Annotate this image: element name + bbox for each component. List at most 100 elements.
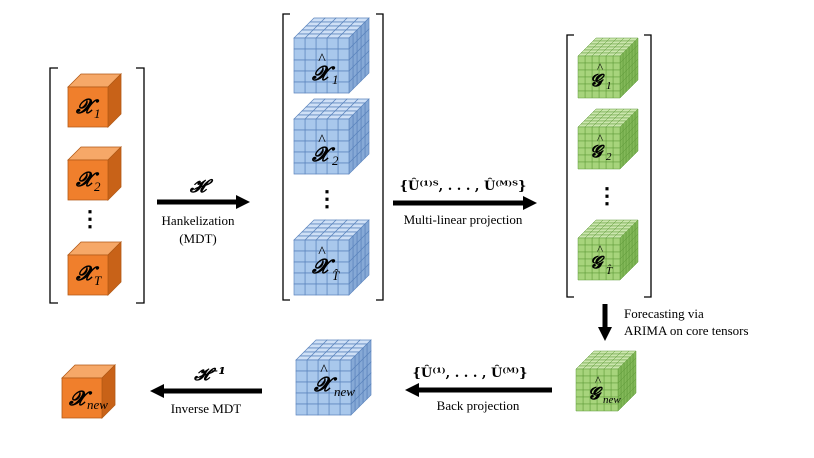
voxel-front [612,133,621,142]
voxel-front [612,258,621,267]
voxel-front [612,154,621,163]
voxel-front [605,140,614,149]
voxel-front [605,251,614,260]
voxel-front [293,140,306,153]
voxel-front [337,261,350,274]
cube-front-face [67,159,109,201]
left-bracket [566,34,574,298]
voxel-front [295,403,308,416]
voxel-front [598,161,607,170]
voxel-front [337,239,350,252]
voxel-front [326,48,339,61]
voxel-front [591,161,600,170]
input-tensor-T [67,241,122,296]
voxel-front [337,59,350,72]
xh1-hat: ^ [318,51,326,68]
hankel-sublabel: (MDT) [179,231,217,246]
voxel-front [304,37,317,50]
voxel-front [295,392,308,405]
voxel-front [605,161,614,170]
xhT-subscript: T̂ [332,268,340,283]
voxel-front [326,239,339,252]
right-bracket [376,13,384,301]
cube-front-face [67,254,109,296]
inverse-arrow-head [150,384,164,398]
hankel-arrow-head [236,195,250,209]
xhnew-hat: ^ [320,362,328,379]
xnew-subscript: new [87,397,108,412]
voxel-front [328,403,341,416]
voxel-front [605,126,614,135]
voxel-front [582,368,591,377]
voxel-front [339,370,352,383]
voxel-front [315,37,328,50]
voxel-front [577,147,586,156]
voxel-front [577,83,586,92]
voxel-front [584,161,593,170]
voxel-front [612,147,621,156]
voxel-front [304,239,317,252]
voxel-front [612,265,621,274]
voxel-front [612,161,621,170]
voxel-front [577,62,586,71]
forecast-label-line2: ARIMA on core tensors [624,323,749,338]
voxel-front [612,62,621,71]
voxel-front [584,272,593,281]
forecast-arrow-group [598,304,612,341]
voxel-front [293,70,306,83]
voxel-front [598,272,607,281]
voxel-front [575,382,584,391]
voxel-front [575,368,584,377]
voxel-front [293,250,306,263]
voxel-front [582,375,591,384]
inverse-label: Inverse MDT [171,401,241,416]
voxel-front [337,272,350,285]
xhnew-subscript: new [334,384,355,399]
voxel-front [337,250,350,263]
input-tensor-2 [67,146,122,201]
voxel-front [605,133,614,142]
left-bracket [282,13,290,301]
voxel-front [293,162,306,175]
voxel-front [293,129,306,142]
voxel-front [575,403,584,412]
voxel-front [584,133,593,142]
voxel-front [603,368,612,377]
voxel-front [577,272,586,281]
voxel-front [612,272,621,281]
xT-subscript: T [94,273,102,288]
voxel-front [577,154,586,163]
voxel-front [337,129,350,142]
voxel-front [293,283,306,296]
voxel-front [584,62,593,71]
voxel-front [584,55,593,64]
voxel-front [293,48,306,61]
voxel-front [337,162,350,175]
gnew-subscript: new [603,394,621,406]
voxel-front [605,237,614,246]
core-ellipsis: ⋮ [596,183,618,208]
core-tensor-T [577,219,639,281]
voxel-front [577,69,586,78]
voxel-front [295,359,308,372]
voxel-front [295,370,308,383]
voxel-front [584,237,593,246]
voxel-front [577,161,586,170]
core-tensor-group [566,34,652,298]
voxel-front [337,140,350,153]
voxel-front [577,237,586,246]
voxel-front [612,237,621,246]
right-bracket [136,67,145,304]
voxel-front [339,359,352,372]
xh2-subscript: 2 [332,153,339,168]
xh2-hat: ^ [318,132,326,149]
voxel-front [315,118,328,131]
voxel-front [584,90,593,99]
voxel-front [293,261,306,274]
voxel-front [582,403,591,412]
back-projection-math: {Û⁽¹⁾, . . . , Û⁽ᴹ⁾} [413,364,528,381]
voxel-front [605,55,614,64]
inverse-mdt-arrow-group [150,384,262,398]
g1-symbol: 𝓖 [590,71,605,91]
